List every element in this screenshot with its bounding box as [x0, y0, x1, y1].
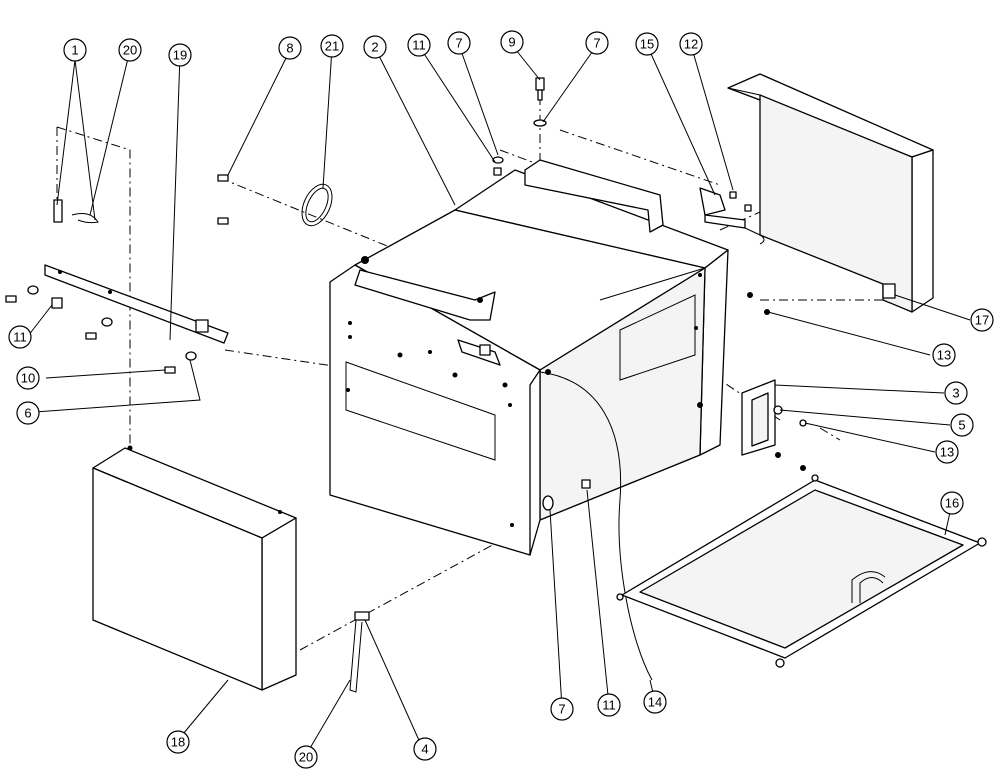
svg-text:5: 5: [958, 418, 965, 433]
front-cover: [92, 445, 297, 691]
screws: [5, 174, 229, 374]
callout-2: 2: [363, 35, 387, 59]
callout-7: 7: [550, 697, 574, 721]
svg-text:18: 18: [171, 735, 185, 750]
callout-5: 5: [950, 413, 974, 437]
svg-text:12: 12: [684, 37, 698, 52]
svg-text:3: 3: [952, 386, 959, 401]
callout-7: 7: [585, 31, 609, 55]
svg-text:9: 9: [508, 35, 515, 50]
svg-text:15: 15: [640, 37, 654, 52]
lower-clip: [349, 611, 370, 693]
callout-13: 13: [935, 440, 959, 464]
mounting-bracket: [741, 292, 807, 471]
svg-text:10: 10: [21, 371, 35, 386]
callout-13: 13: [932, 343, 956, 367]
latch: [699, 187, 765, 245]
callout-7: 7: [447, 31, 471, 55]
callout-18: 18: [166, 730, 190, 754]
callout-12: 12: [679, 32, 703, 56]
svg-text:20: 20: [123, 43, 137, 58]
main-housing: [329, 159, 729, 556]
callout-11: 11: [407, 33, 431, 57]
callout-3: 3: [944, 381, 968, 405]
svg-text:11: 11: [412, 38, 426, 53]
svg-text:11: 11: [602, 698, 616, 713]
svg-text:16: 16: [945, 496, 959, 511]
callout-11: 11: [8, 325, 32, 349]
callout-19: 19: [168, 43, 192, 67]
bolt-and-washers: [492, 77, 591, 511]
callout-20: 20: [294, 745, 318, 769]
hinge-bar: [27, 264, 229, 361]
callout-1: 1: [63, 38, 87, 62]
svg-text:14: 14: [648, 695, 662, 710]
callout-10: 10: [16, 366, 40, 390]
svg-text:21: 21: [325, 39, 339, 54]
svg-text:4: 4: [421, 742, 428, 757]
callout-15: 15: [635, 32, 659, 56]
svg-text:13: 13: [937, 348, 951, 363]
callout-16: 16: [940, 491, 964, 515]
svg-text:11: 11: [13, 330, 27, 345]
svg-text:7: 7: [558, 702, 565, 717]
callout-4: 4: [413, 737, 437, 761]
svg-text:19: 19: [173, 48, 187, 63]
callout-21: 21: [320, 34, 344, 58]
callout-11: 11: [597, 693, 621, 717]
svg-text:20: 20: [299, 750, 313, 765]
callout-8: 8: [278, 36, 302, 60]
callout-6: 6: [16, 401, 40, 425]
tray: [616, 474, 987, 668]
svg-text:6: 6: [24, 406, 31, 421]
callout-17: 17: [970, 308, 994, 332]
callout-20: 20: [118, 38, 142, 62]
svg-text:2: 2: [371, 40, 378, 55]
svg-text:8: 8: [286, 41, 293, 56]
callout-14: 14: [643, 690, 667, 714]
svg-text:1: 1: [71, 43, 78, 58]
callout-9: 9: [500, 30, 524, 54]
leader-lines: [27, 44, 971, 756]
cable: [539, 371, 653, 681]
rear-cover: [727, 73, 934, 313]
gasket-ring: [301, 183, 333, 227]
svg-text:13: 13: [940, 445, 954, 460]
svg-text:7: 7: [455, 36, 462, 51]
svg-text:17: 17: [975, 313, 989, 328]
svg-text:7: 7: [593, 36, 600, 51]
